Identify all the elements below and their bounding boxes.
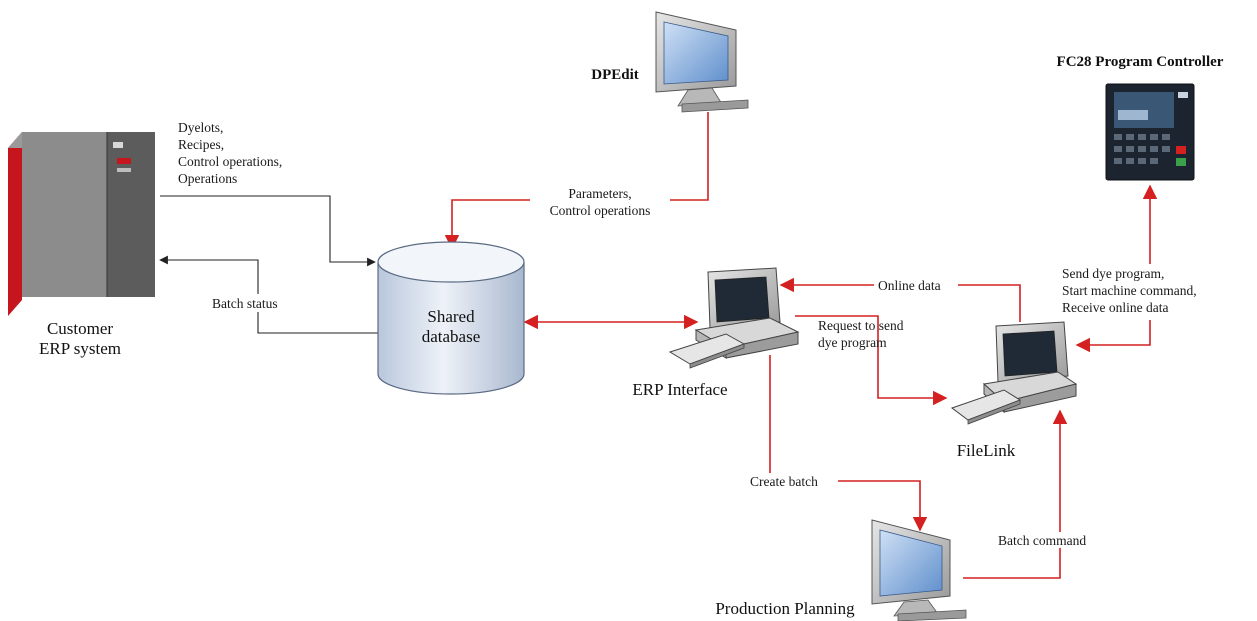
connector-fc28-link xyxy=(1075,184,1158,353)
flow-online-data: Online data xyxy=(878,278,941,293)
flow-erp-line-3: Control operations, xyxy=(178,154,282,169)
flow-create-batch: Create batch xyxy=(750,474,818,489)
flow-fc28-line-2: Start machine command, xyxy=(1062,283,1197,298)
connector-request-send xyxy=(795,315,948,406)
fc28-label: FC28 Program Controller xyxy=(1057,54,1224,70)
dpedit-monitor-icon xyxy=(655,11,749,113)
flow-request-line-1: Request to send xyxy=(818,318,904,333)
connector-dpedit-to-database xyxy=(444,112,709,250)
flow-erp-line-4: Operations xyxy=(178,171,237,186)
erp-interface-label: ERP Interface xyxy=(632,380,727,399)
flow-erp-line-2: Recipes, xyxy=(178,137,224,152)
flow-fc28-line-3: Receive online data xyxy=(1062,300,1168,315)
erp-system-label-2: ERP system xyxy=(39,339,121,358)
filelink-computer-icon xyxy=(950,321,1078,425)
database-label-1: Shared xyxy=(427,307,475,326)
flow-request-line-2: dye program xyxy=(818,335,887,350)
flow-dpedit-line-2: Control operations xyxy=(550,203,651,218)
flow-dpedit-line-1: Parameters, xyxy=(568,186,631,201)
flow-batch-command: Batch command xyxy=(998,533,1086,548)
erp-system-label-1: Customer xyxy=(47,319,113,338)
flow-fc28-line-1: Send dye program, xyxy=(1062,266,1164,281)
connector-create-batch xyxy=(769,355,928,532)
erp-interface-computer-icon xyxy=(668,267,800,369)
flow-batch-status: Batch status xyxy=(212,296,278,311)
flow-erp-line-1: Dyelots, xyxy=(178,120,223,135)
dpedit-label: DPEdit xyxy=(591,67,639,83)
filelink-label: FileLink xyxy=(957,441,1016,460)
flow-label-erp-to-database: Dyelots, Recipes, Control operations, Op… xyxy=(178,120,282,186)
connector-erp-to-database xyxy=(160,195,376,267)
production-planning-label: Production Planning xyxy=(715,599,855,618)
fc28-controller-icon xyxy=(1105,83,1195,181)
database-cylinder xyxy=(377,241,525,395)
database-label-2: database xyxy=(422,327,481,346)
production-planning-monitor-icon xyxy=(871,519,967,621)
connector-batch-command xyxy=(963,409,1068,579)
connector-online-data xyxy=(779,277,1021,322)
erp-server-icon xyxy=(8,132,155,316)
